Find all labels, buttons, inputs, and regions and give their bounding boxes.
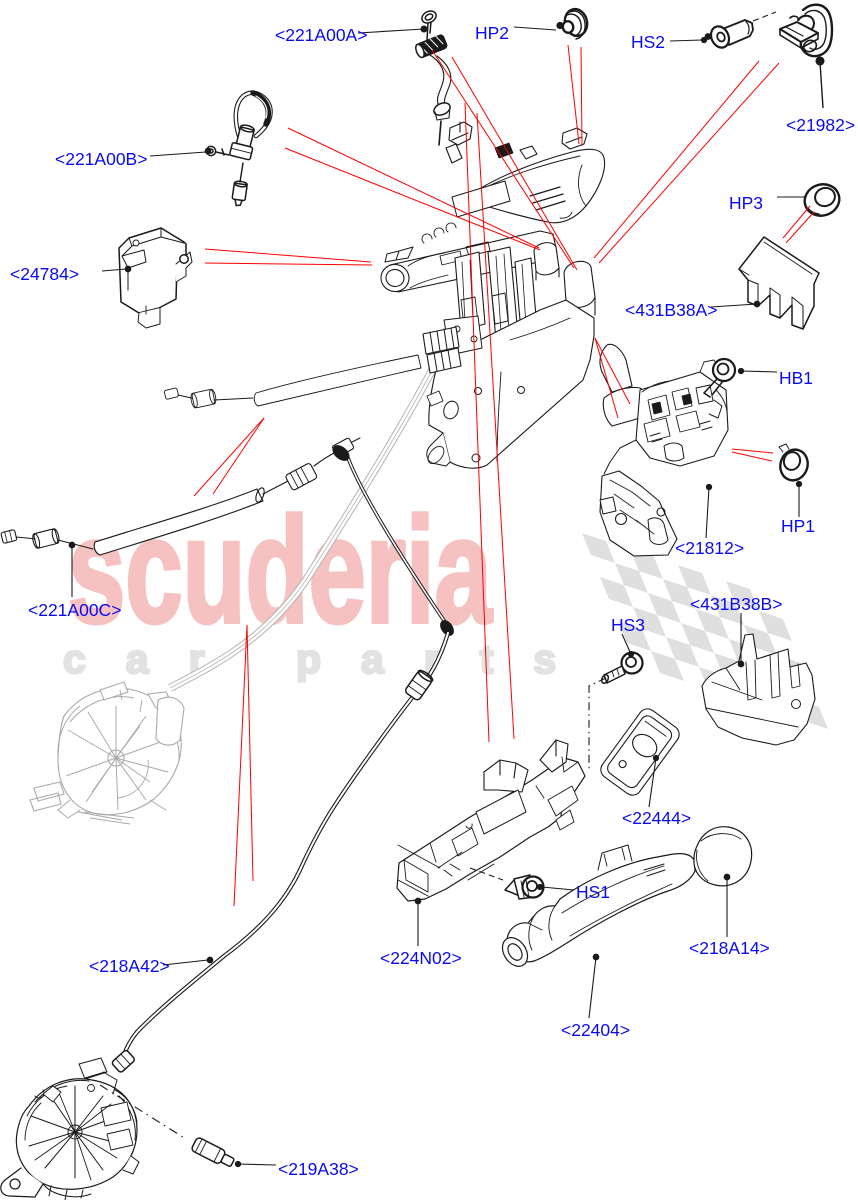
svg-text:car parts: car parts xyxy=(63,636,596,682)
svg-text:<221A00B>: <221A00B> xyxy=(55,149,147,169)
svg-text:<221A00C>: <221A00C> xyxy=(28,600,121,620)
svg-text:<218A14>: <218A14> xyxy=(689,938,770,958)
svg-text:<224N02>: <224N02> xyxy=(380,948,462,968)
svg-text:HS3: HS3 xyxy=(611,615,645,635)
svg-text:<22404>: <22404> xyxy=(561,1020,630,1040)
svg-text:HS1: HS1 xyxy=(576,882,610,902)
svg-text:<431B38B>: <431B38B> xyxy=(690,594,782,614)
svg-text:<22444>: <22444> xyxy=(622,808,691,828)
svg-text:HP2: HP2 xyxy=(475,23,509,43)
svg-text:HB1: HB1 xyxy=(779,368,813,388)
svg-text:<219A38>: <219A38> xyxy=(278,1159,359,1179)
svg-text:HP1: HP1 xyxy=(781,516,815,536)
svg-text:HP3: HP3 xyxy=(729,193,763,213)
svg-text:<21812>: <21812> xyxy=(675,538,744,558)
svg-text:HS2: HS2 xyxy=(631,32,665,52)
svg-text:<431B38A>: <431B38A> xyxy=(625,300,717,320)
svg-text:scuderia: scuderia xyxy=(68,488,493,655)
svg-text:<221A00A>: <221A00A> xyxy=(275,25,367,45)
svg-text:<21982>: <21982> xyxy=(786,115,855,135)
svg-text:<218A42>: <218A42> xyxy=(89,956,170,976)
svg-text:<24784>: <24784> xyxy=(10,264,79,284)
